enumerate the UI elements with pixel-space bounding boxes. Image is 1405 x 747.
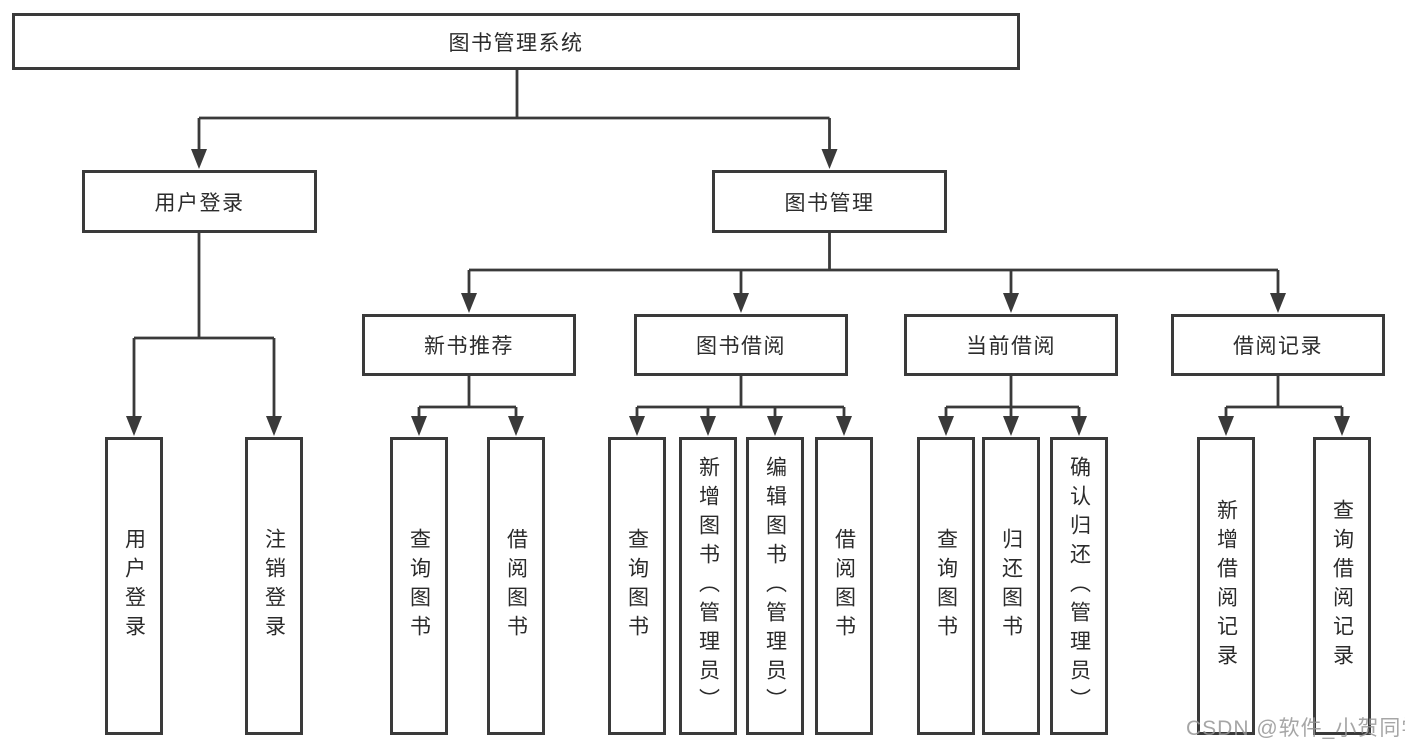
node-library-management-system: 图书管理系统 — [12, 13, 1020, 70]
leaf-query-books-current: 查询图书 — [917, 437, 975, 735]
node-label: 确认归还（管理员） — [1067, 455, 1091, 717]
node-user-login: 用户登录 — [82, 170, 317, 233]
leaf-edit-books-admin: 编辑图书（管理员） — [746, 437, 804, 735]
node-borrowing-records: 借阅记录 — [1171, 314, 1385, 376]
node-label: 归还图书 — [999, 528, 1023, 644]
node-label: 用户登录 — [154, 191, 245, 215]
watermark: CSDN @软件_小贺同学 — [1186, 717, 1405, 740]
node-label: 图书借阅 — [696, 335, 786, 358]
node-label: 查询图书 — [934, 528, 958, 644]
node-current-borrowing: 当前借阅 — [904, 314, 1118, 376]
node-label: 当前借阅 — [966, 335, 1056, 358]
node-book-management: 图书管理 — [712, 170, 947, 233]
arrowheads — [126, 149, 1350, 436]
node-label: 新书推荐 — [424, 335, 514, 358]
node-label: 借阅记录 — [1233, 335, 1323, 358]
node-label: 借阅图书 — [504, 528, 528, 644]
node-label: 用户登录 — [122, 528, 146, 644]
node-label: 新增借阅记录 — [1214, 499, 1238, 673]
node-label: 借阅图书 — [832, 528, 856, 644]
leaf-borrow-books: 借阅图书 — [815, 437, 873, 735]
leaf-query-borrow-record: 查询借阅记录 — [1313, 437, 1371, 735]
node-label: 查询图书 — [625, 528, 649, 644]
leaf-confirm-return-admin: 确认归还（管理员） — [1050, 437, 1108, 735]
node-book-borrowing: 图书借阅 — [634, 314, 848, 376]
leaf-borrow-books-recommend: 借阅图书 — [487, 437, 545, 735]
leaf-add-borrow-record: 新增借阅记录 — [1197, 437, 1255, 735]
node-new-book-recommendation: 新书推荐 — [362, 314, 576, 376]
node-label: 图书管理系统 — [448, 31, 584, 55]
node-label: 注销登录 — [262, 528, 286, 644]
node-label: 查询图书 — [407, 528, 431, 644]
leaf-return-books: 归还图书 — [982, 437, 1040, 735]
leaf-logout: 注销登录 — [245, 437, 303, 735]
node-label: 图书管理 — [784, 191, 875, 215]
node-label: 编辑图书（管理员） — [763, 455, 787, 717]
leaf-user-login: 用户登录 — [105, 437, 163, 735]
leaf-query-books-borrow: 查询图书 — [608, 437, 666, 735]
connector-paths — [132, 70, 1344, 418]
node-label: 查询借阅记录 — [1330, 499, 1354, 673]
leaf-add-books-admin: 新增图书（管理员） — [679, 437, 737, 735]
node-label: 新增图书（管理员） — [696, 455, 720, 717]
leaf-query-books-recommend: 查询图书 — [390, 437, 448, 735]
